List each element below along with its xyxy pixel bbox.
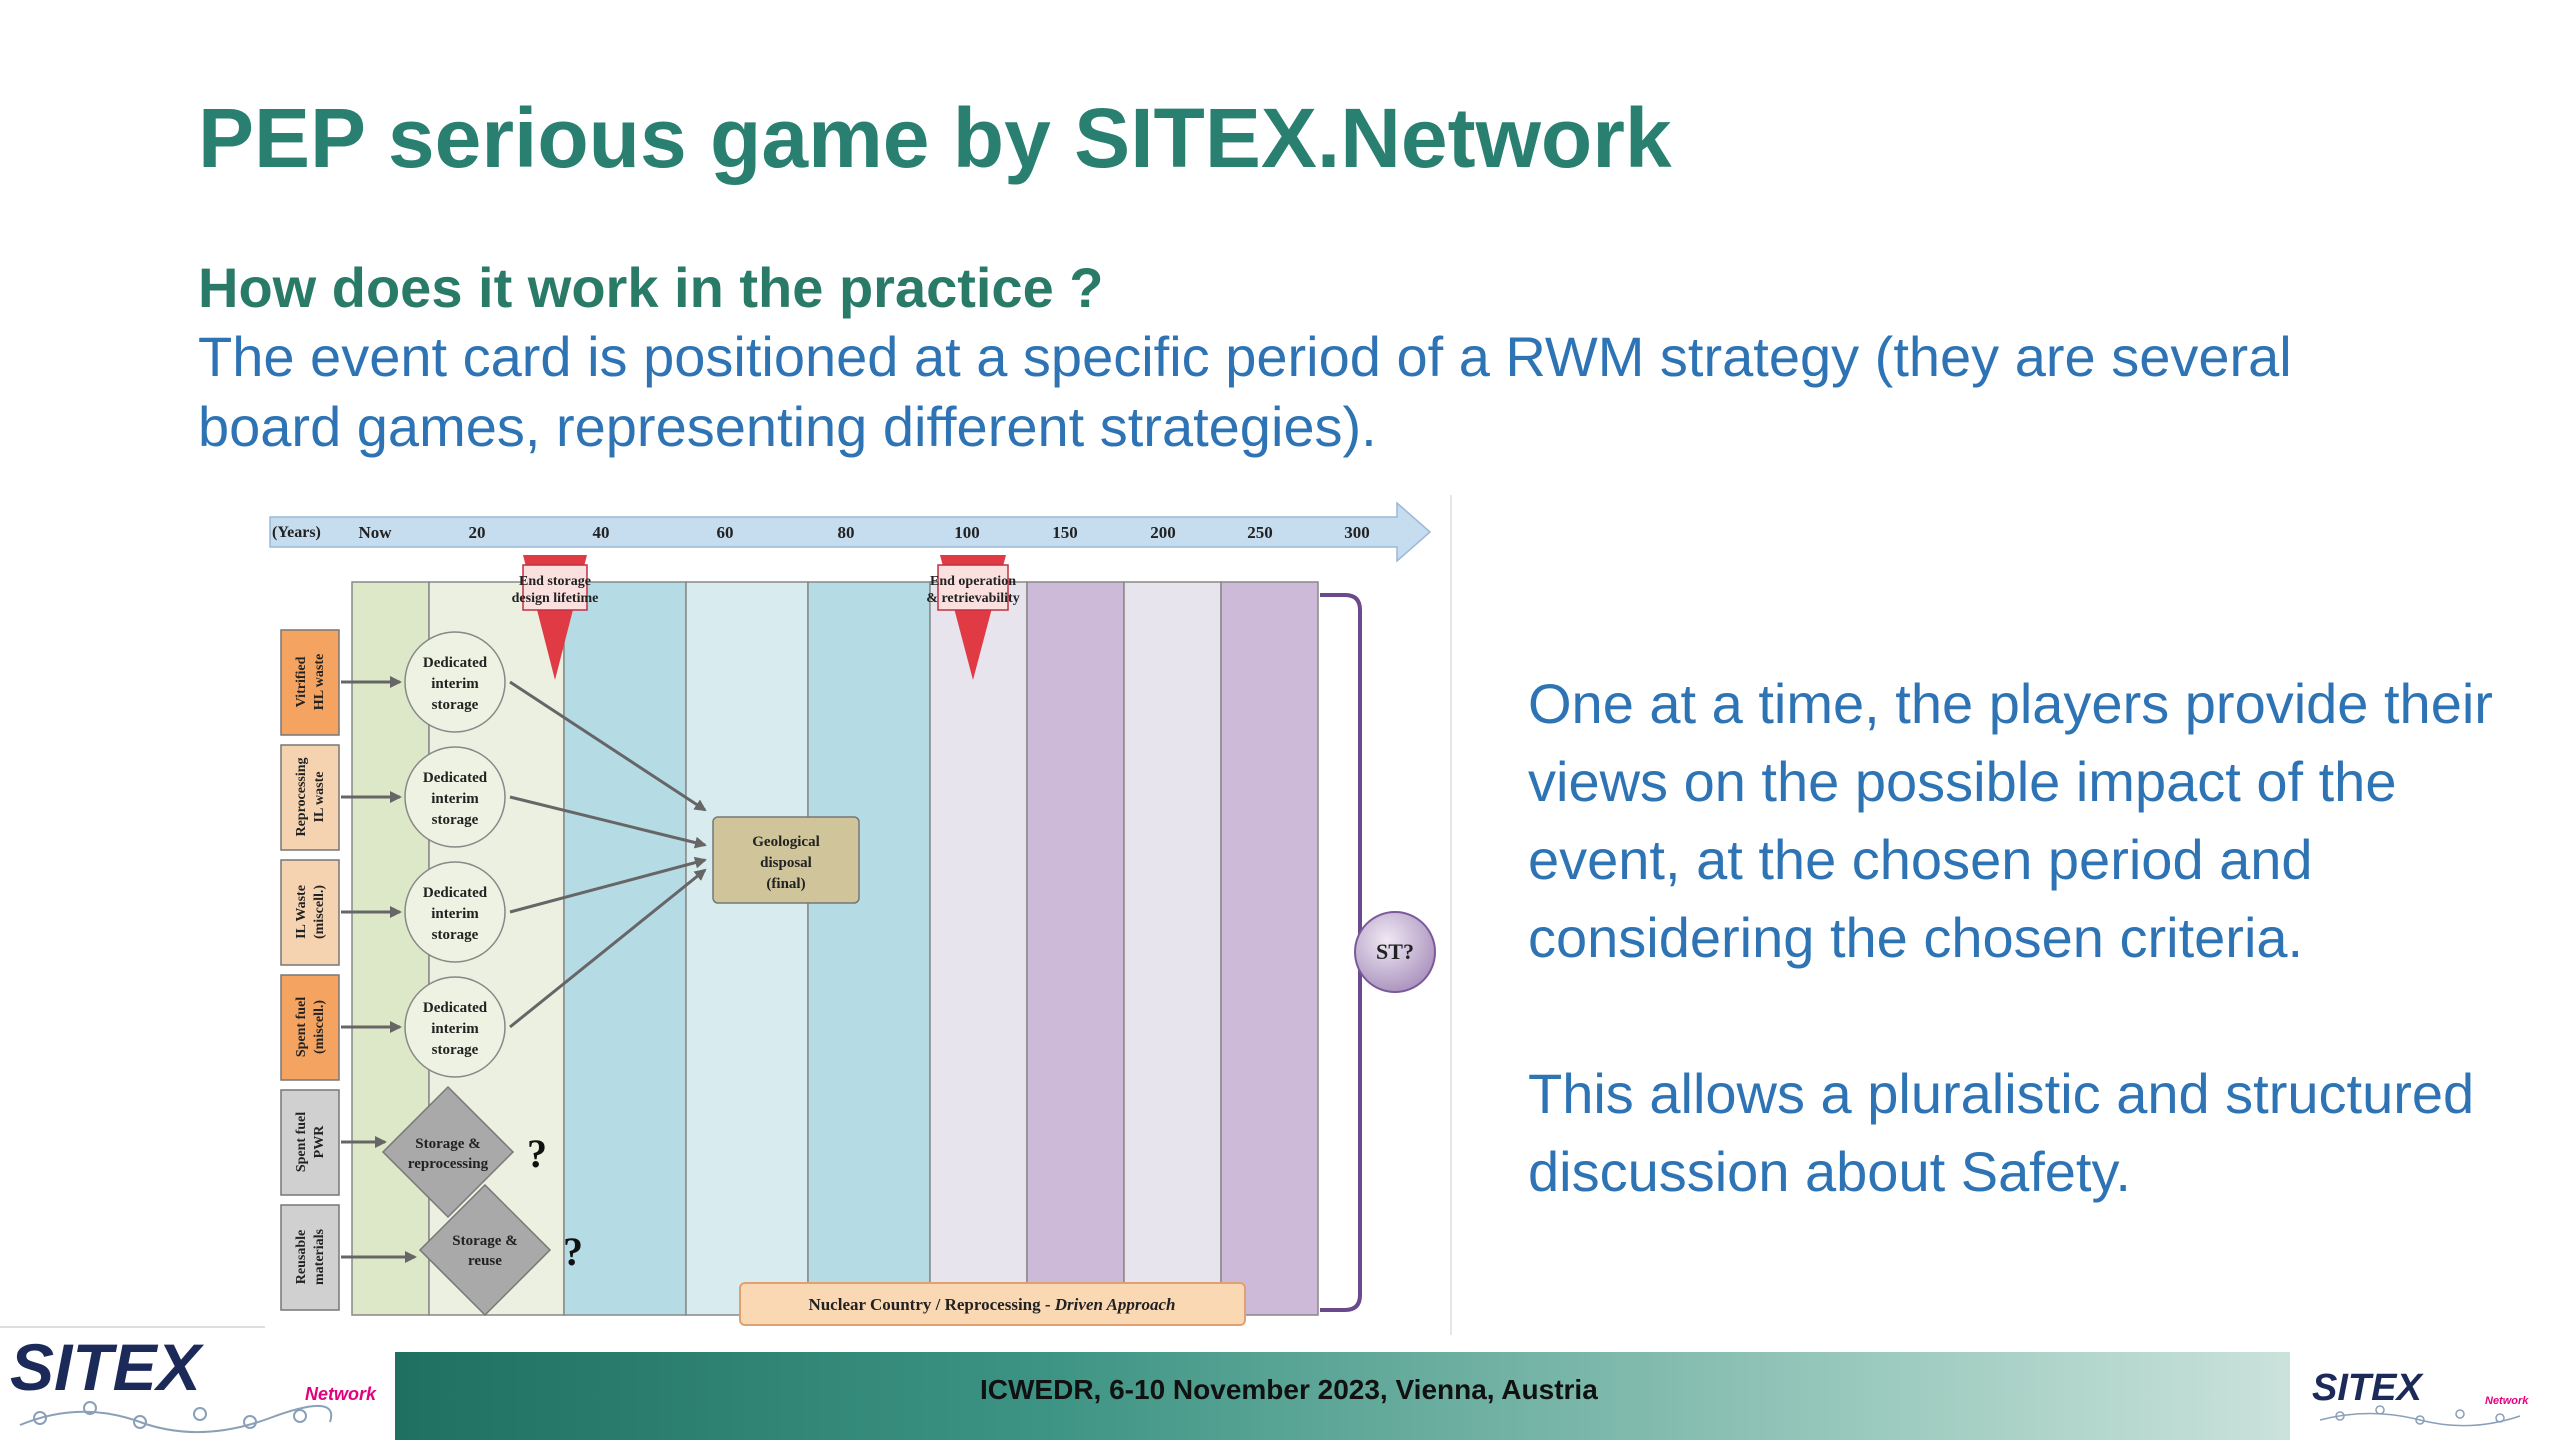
svg-text:Storage &: Storage & bbox=[452, 1233, 517, 1249]
svg-text:materials: materials bbox=[312, 1228, 327, 1285]
svg-text:Geological: Geological bbox=[752, 834, 820, 850]
sitex-logo-right: SITEX Network bbox=[2290, 1352, 2560, 1440]
marker-end-operation: End operation & retrievability bbox=[926, 555, 1020, 680]
approach-label: Nuclear Country / Reprocessing - Driven … bbox=[739, 1282, 1246, 1326]
tick-label: 300 bbox=[1344, 523, 1370, 542]
svg-text:Nuclear Country / Reprocessing: Nuclear Country / Reprocessing - Driven … bbox=[808, 1295, 1175, 1314]
svg-text:reprocessing: reprocessing bbox=[408, 1156, 489, 1172]
rwm-strategy-diagram: (Years) Now 20 40 60 80 100 150 200 250 … bbox=[265, 495, 1445, 1345]
tick-label: 250 bbox=[1247, 523, 1273, 542]
question-mark: ? bbox=[563, 1229, 583, 1274]
intro-text: The event card is positioned at a specif… bbox=[198, 325, 2292, 458]
svg-text:(miscell.): (miscell.) bbox=[312, 1000, 327, 1054]
row-label-vitrified: Vitrified HL waste bbox=[280, 629, 340, 736]
right-paragraph: This allows a pluralistic and structured… bbox=[1528, 1062, 2475, 1203]
right-paragraph: One at a time, the players provide their… bbox=[1528, 672, 2493, 969]
years-label: (Years) bbox=[272, 524, 321, 541]
svg-text:End storage: End storage bbox=[519, 574, 591, 589]
divider bbox=[1450, 495, 1452, 1335]
right-text-block: One at a time, the players provide their… bbox=[1528, 665, 2528, 1211]
svg-text:End operation: End operation bbox=[930, 574, 1016, 589]
svg-text:IL waste: IL waste bbox=[312, 772, 327, 823]
disposal-arrows bbox=[509, 680, 707, 1029]
question-mark: ? bbox=[527, 1131, 547, 1176]
row-label-reprocessing: Reprocessing IL waste bbox=[280, 744, 340, 851]
tick-label: 200 bbox=[1150, 523, 1176, 542]
svg-text:storage: storage bbox=[432, 697, 479, 713]
st-circle: ST? bbox=[1354, 911, 1436, 993]
svg-text:ST?: ST? bbox=[1376, 939, 1414, 964]
svg-text:PWR: PWR bbox=[312, 1125, 327, 1159]
svg-text:(final): (final) bbox=[766, 876, 805, 892]
svg-text:(miscell.): (miscell.) bbox=[312, 885, 327, 939]
svg-text:interim: interim bbox=[431, 906, 479, 922]
row-label-il-waste: IL Waste (miscell.) bbox=[280, 859, 340, 966]
svg-text:storage: storage bbox=[432, 1042, 479, 1058]
diamond-storage-reuse: Storage & reuse bbox=[418, 1183, 552, 1317]
storage-node: Dedicated interim storage bbox=[404, 976, 506, 1078]
svg-text:design lifetime: design lifetime bbox=[512, 591, 599, 606]
geological-disposal-box: Geological disposal (final) bbox=[712, 816, 860, 904]
svg-text:IL Waste: IL Waste bbox=[294, 885, 309, 939]
marker-end-storage: End storage design lifetime bbox=[512, 555, 599, 680]
svg-text:interim: interim bbox=[431, 676, 479, 692]
tick-label: 40 bbox=[593, 523, 610, 542]
svg-text:Dedicated: Dedicated bbox=[423, 885, 488, 901]
slide-title: PEP serious game by SITEX.Network bbox=[198, 91, 1672, 185]
row-arrows bbox=[341, 676, 417, 1263]
svg-text:HL waste: HL waste bbox=[312, 654, 327, 710]
timeline-arrow: (Years) Now 20 40 60 80 100 150 200 250 … bbox=[269, 501, 1432, 563]
svg-text:reuse: reuse bbox=[468, 1253, 502, 1269]
svg-text:Spent fuel: Spent fuel bbox=[294, 997, 309, 1057]
svg-text:disposal: disposal bbox=[760, 855, 812, 871]
sitex-logo-left: SITEX Network bbox=[0, 1330, 395, 1440]
row-labels: Vitrified HL waste Reprocessing IL waste… bbox=[280, 629, 340, 1311]
storage-node: Dedicated interim storage bbox=[404, 746, 506, 848]
svg-text:Vitrified: Vitrified bbox=[294, 656, 309, 707]
svg-text:SITEX: SITEX bbox=[2312, 1367, 2424, 1409]
footer-line bbox=[0, 1326, 265, 1328]
svg-text:storage: storage bbox=[432, 812, 479, 828]
svg-text:Spent fuel: Spent fuel bbox=[294, 1112, 309, 1172]
footer-event-text: ICWEDR, 6-10 November 2023, Vienna, Aust… bbox=[980, 1374, 1598, 1405]
slide-subtitle: How does it work in the practice ? bbox=[198, 256, 1104, 319]
svg-text:Storage &: Storage & bbox=[415, 1136, 480, 1152]
tick-label: 80 bbox=[838, 523, 855, 542]
svg-text:Dedicated: Dedicated bbox=[423, 655, 488, 671]
row-label-spent-fuel-misc: Spent fuel (miscell.) bbox=[280, 974, 340, 1081]
svg-text:storage: storage bbox=[432, 927, 479, 943]
tick-label: 100 bbox=[954, 523, 980, 542]
row-label-spent-fuel-pwr: Spent fuel PWR bbox=[280, 1089, 340, 1196]
svg-text:Network: Network bbox=[305, 1384, 377, 1404]
tick-label: 60 bbox=[717, 523, 734, 542]
storage-node: Dedicated interim storage bbox=[404, 631, 506, 733]
tick-label: 150 bbox=[1052, 523, 1078, 542]
tick-label: Now bbox=[358, 523, 392, 542]
svg-text:Dedicated: Dedicated bbox=[423, 1000, 488, 1016]
row-label-reusable: Reusable materials bbox=[280, 1204, 340, 1311]
footer-bar bbox=[395, 1352, 2560, 1440]
svg-text:SITEX: SITEX bbox=[10, 1330, 205, 1404]
svg-text:interim: interim bbox=[431, 791, 479, 807]
svg-text:Network: Network bbox=[2485, 1395, 2529, 1407]
svg-text:& retrievability: & retrievability bbox=[926, 591, 1019, 606]
svg-text:interim: interim bbox=[431, 1021, 479, 1037]
svg-text:Reusable: Reusable bbox=[294, 1230, 309, 1284]
svg-text:Dedicated: Dedicated bbox=[423, 770, 488, 786]
tick-label: 20 bbox=[469, 523, 486, 542]
diamond-storage-reprocessing: Storage & reprocessing bbox=[381, 1085, 515, 1219]
storage-node: Dedicated interim storage bbox=[404, 861, 506, 963]
svg-text:Reprocessing: Reprocessing bbox=[294, 757, 309, 836]
